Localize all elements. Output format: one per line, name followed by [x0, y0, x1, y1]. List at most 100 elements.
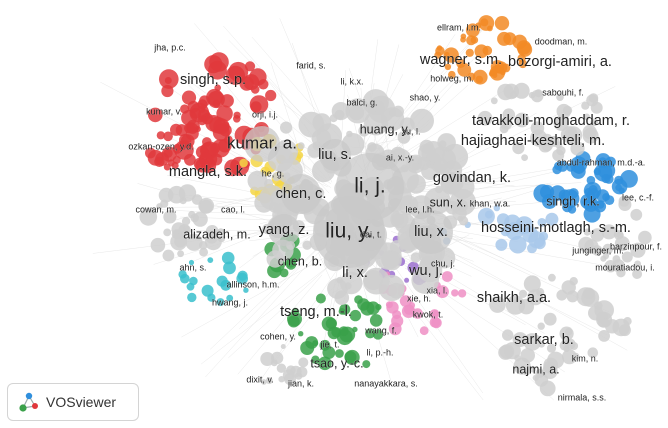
gray-cluster-node[interactable] [163, 228, 172, 237]
pink-cluster-node[interactable] [391, 314, 404, 328]
red-cluster-node[interactable] [180, 104, 190, 114]
green-cluster-node[interactable] [267, 263, 282, 279]
author-label[interactable]: li, p.-h. [366, 347, 394, 358]
red-cluster-node[interactable] [224, 159, 242, 177]
green-cluster-node[interactable] [285, 257, 296, 268]
author-label[interactable]: doodman, m. [534, 36, 588, 47]
author-label[interactable]: allinson, h.m. [226, 279, 280, 290]
pink-cluster-node[interactable] [441, 271, 453, 282]
red-cluster-node[interactable] [181, 90, 197, 105]
gray-cluster-node[interactable] [534, 373, 549, 387]
cyan-cluster-node[interactable] [207, 257, 214, 263]
gray-cluster-node[interactable] [578, 236, 594, 253]
gray-cluster-node[interactable] [581, 101, 590, 110]
gray-cluster-node[interactable] [514, 112, 530, 128]
gray-cluster-node[interactable] [417, 157, 431, 171]
gray-cluster-node[interactable] [543, 357, 558, 373]
cyan-cluster-node[interactable] [180, 273, 190, 284]
red-cluster-node[interactable] [161, 146, 177, 162]
lightblue-cluster-node[interactable] [495, 238, 508, 251]
gray-cluster-node[interactable] [570, 342, 579, 350]
green-cluster-node[interactable] [335, 349, 344, 358]
gray-cluster-node[interactable] [600, 255, 607, 262]
gray-cluster-node[interactable] [569, 277, 578, 286]
gray-cluster-node[interactable] [614, 236, 630, 252]
gray-cluster-node[interactable] [590, 118, 599, 127]
author-label[interactable]: tavakkoli-moghaddam, r. [472, 113, 631, 130]
gray-cluster-node[interactable] [564, 328, 573, 336]
green-cluster-node[interactable] [319, 339, 331, 351]
red-cluster-node[interactable] [163, 163, 171, 171]
green-cluster-node[interactable] [300, 341, 315, 355]
orange-cluster-node[interactable] [435, 46, 445, 56]
red-cluster-node[interactable] [163, 131, 173, 142]
gray-cluster-node[interactable] [502, 329, 514, 341]
gray-cluster-node[interactable] [331, 102, 350, 121]
gray-cluster-node[interactable] [638, 230, 652, 245]
orange-cluster-node[interactable] [480, 18, 489, 27]
gray-cluster-node[interactable] [363, 270, 384, 290]
gray-cluster-node[interactable] [490, 97, 498, 105]
gray-cluster-node[interactable] [556, 103, 572, 119]
cyan-cluster-node[interactable] [189, 276, 198, 286]
gray-cluster-node[interactable] [261, 379, 267, 385]
cyan-cluster-node[interactable] [216, 275, 228, 287]
gray-cluster-node[interactable] [499, 344, 515, 359]
green-cluster-node[interactable] [338, 308, 346, 315]
gray-cluster-node[interactable] [348, 104, 365, 121]
green-cluster-node[interactable] [318, 356, 332, 371]
author-label[interactable]: li, k.x. [340, 76, 364, 87]
gray-cluster-node[interactable] [445, 179, 460, 195]
gray-cluster-node[interactable] [534, 89, 543, 98]
gray-cluster-node[interactable] [618, 324, 631, 337]
gray-cluster-node[interactable] [489, 296, 506, 313]
orange-cluster-node[interactable] [472, 69, 488, 85]
green-cluster-node[interactable] [352, 326, 358, 333]
red-cluster-node[interactable] [164, 77, 172, 84]
gray-cluster-node[interactable] [280, 344, 286, 349]
green-cluster-node[interactable] [365, 328, 376, 339]
gray-cluster-node[interactable] [634, 260, 642, 268]
gray-cluster-node[interactable] [190, 213, 199, 223]
red-cluster-node[interactable] [148, 107, 163, 123]
gray-cluster-node[interactable] [336, 276, 343, 284]
author-label[interactable]: nanayakkara, s. [354, 378, 418, 389]
red-cluster-node[interactable] [197, 115, 208, 126]
red-cluster-node[interactable] [204, 55, 223, 74]
gray-cluster-node[interactable] [583, 228, 591, 236]
lightblue-cluster-node[interactable] [537, 218, 547, 227]
blue-cluster-node[interactable] [605, 156, 616, 168]
gray-cluster-node[interactable] [583, 113, 591, 121]
red-cluster-node[interactable] [249, 95, 269, 114]
gray-cluster-node[interactable] [530, 121, 545, 135]
gray-cluster-node[interactable] [529, 365, 537, 373]
hub-node[interactable] [319, 139, 351, 171]
gray-cluster-node[interactable] [548, 273, 556, 282]
gray-cluster-node[interactable] [598, 330, 610, 342]
green-cluster-node[interactable] [360, 301, 375, 316]
orange-cluster-node[interactable] [474, 44, 489, 59]
hub-node[interactable] [281, 174, 321, 214]
green-cluster-node[interactable] [344, 351, 357, 363]
pink-cluster-node[interactable] [457, 289, 467, 298]
gray-cluster-node[interactable] [409, 108, 434, 133]
gray-cluster-node[interactable] [266, 250, 284, 268]
green-cluster-node[interactable] [369, 314, 383, 327]
gray-cluster-node[interactable] [399, 117, 415, 133]
orange-cluster-node[interactable] [448, 70, 456, 79]
gray-cluster-node[interactable] [411, 162, 420, 171]
gray-cluster-node[interactable] [247, 170, 268, 191]
gray-cluster-node[interactable] [392, 213, 405, 226]
gray-cluster-node[interactable] [290, 365, 302, 378]
gray-cluster-node[interactable] [260, 352, 275, 366]
gray-cluster-node[interactable] [588, 93, 599, 103]
green-cluster-node[interactable] [311, 355, 320, 364]
gray-cluster-node[interactable] [543, 312, 557, 326]
gray-cluster-node[interactable] [514, 354, 521, 362]
author-label[interactable]: cohen, y. [260, 331, 296, 342]
gray-cluster-node[interactable] [623, 317, 632, 326]
gray-cluster-node[interactable] [512, 332, 528, 348]
cyan-cluster-node[interactable] [188, 259, 195, 266]
cyan-cluster-node[interactable] [216, 298, 225, 307]
green-cluster-node[interactable] [291, 307, 300, 316]
